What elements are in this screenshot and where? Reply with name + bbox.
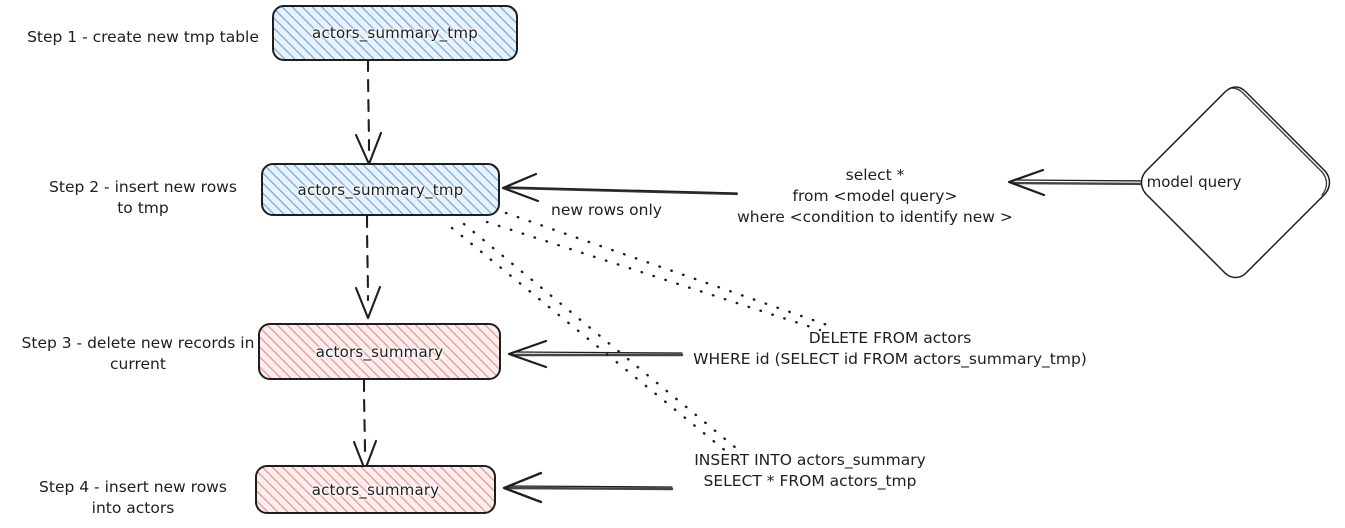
node-label: actors_summary xyxy=(315,342,444,361)
step-label-1: Step 1 - create new tmp table xyxy=(27,28,259,46)
conn_newrows_node2 xyxy=(501,172,739,203)
step-label-2: Step 2 - insert new rows to tmp xyxy=(49,178,237,217)
node-label: actors_summary_tmp xyxy=(297,180,464,199)
conn_modelquery_sql xyxy=(1007,168,1157,197)
annotation-model-query-sql: select * from <model query> where <condi… xyxy=(737,166,1013,226)
conn_node2_node3 xyxy=(354,214,382,320)
node-label: actors_summary_tmp xyxy=(312,24,478,42)
conn_delete_node3 xyxy=(507,339,684,369)
annotation-insert-sql: INSERT INTO actors_summary SELECT * FROM… xyxy=(694,451,926,490)
node-actors-summary-tmp-2[interactable]: actors_summary_tmp xyxy=(261,163,500,216)
step-label-4: Step 4 - insert new rows into actors xyxy=(39,478,227,517)
conn_node2_delete_note xyxy=(485,211,832,332)
conn_node3_node4 xyxy=(352,378,378,472)
step-label-3: Step 3 - delete new records in current xyxy=(21,334,255,373)
conn_insert_node4 xyxy=(502,471,674,504)
node-model-query-label: model query xyxy=(1146,173,1242,191)
annotation-delete-sql: DELETE FROM actors WHERE id (SELECT id F… xyxy=(693,329,1087,368)
node-actors-summary-2[interactable]: actors_summary xyxy=(255,465,496,514)
node-actors-summary-1[interactable]: actors_summary xyxy=(258,323,501,380)
conn_node1_node2 xyxy=(354,58,383,166)
node-actors-summary-tmp-1[interactable]: actors_summary_tmp xyxy=(272,5,518,61)
annotation-new-rows-only: new rows only xyxy=(551,201,662,219)
conn_node2_insert_note xyxy=(450,222,738,454)
node-label: actors_summary xyxy=(311,480,440,499)
node_model_query-shape[interactable] xyxy=(1140,86,1331,279)
